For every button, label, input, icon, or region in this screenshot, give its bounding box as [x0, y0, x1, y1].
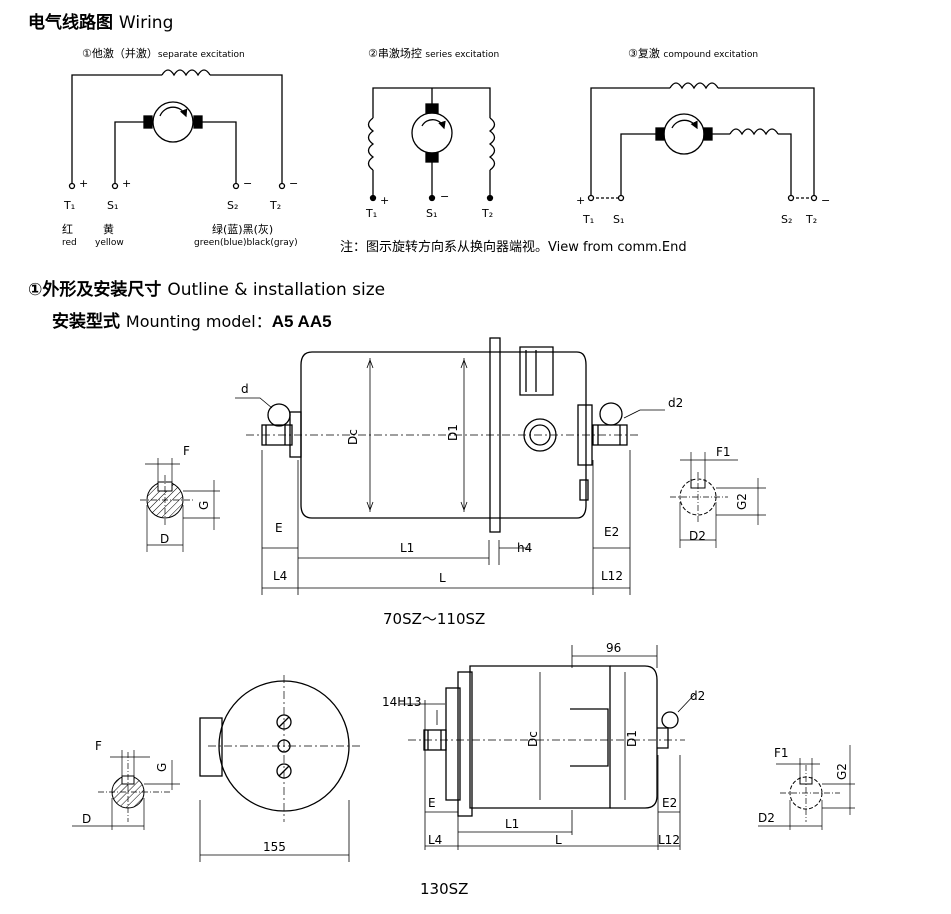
dim-d2: d2 [668, 396, 683, 410]
dim-G-bottom: G [155, 763, 169, 772]
dim-Dc: Dc [346, 429, 360, 445]
dim-F: F [183, 444, 190, 458]
w3-S2: S₂ [781, 213, 792, 226]
dim-L1-bottom: L1 [505, 817, 519, 831]
w3-minus: − [821, 194, 830, 207]
rotation-note: 注：图示旋转方向系从换向器端视。View from comm.End [340, 240, 687, 255]
caption-top: 70SZ～110SZ [383, 610, 486, 628]
dim-D: D [160, 532, 169, 546]
color-gb-cn: 绿(蓝)黑(灰) [212, 223, 274, 236]
color-gb-en: green(blue)black(gray) [194, 238, 298, 248]
dim-155: 155 [263, 840, 286, 854]
w1-T2: T₂ [269, 199, 281, 212]
color-yellow-cn: 黄 [103, 223, 114, 236]
dim-F1: F1 [716, 445, 731, 459]
motor-bottom-end-view [199, 675, 360, 862]
shaft-section-bottom-left [72, 750, 180, 830]
w1-S2: S₂ [227, 199, 238, 212]
dim-D2-bottom: D2 [758, 811, 775, 825]
dim-L4: L4 [273, 569, 287, 583]
dim-96: 96 [606, 641, 621, 655]
w2-minus: − [440, 190, 449, 203]
w1-T1: T₁ [63, 199, 75, 212]
dim-L1: L1 [400, 541, 414, 555]
w1-S1: S₁ [107, 199, 118, 212]
w3-T1: T₁ [582, 213, 594, 226]
color-red-cn: 红 [62, 223, 73, 236]
dim-E2-bottom: E2 [662, 796, 677, 810]
dim-F-bottom: F [95, 739, 102, 753]
wiring-title: 电气线路图 Wiring [28, 13, 174, 33]
outline-title: ①外形及安装尺寸 Outline & installation size [28, 280, 386, 300]
dim-d2-bottom: d2 [690, 689, 705, 703]
w2-plus: + [380, 194, 389, 207]
dim-D2: D2 [689, 529, 706, 543]
color-yellow-en: yellow [95, 238, 124, 248]
w2-T2: T₂ [481, 207, 493, 220]
wiring-series-diagram [367, 87, 496, 202]
shaft-section-right [670, 452, 766, 548]
shaft-section-left [140, 458, 220, 552]
dim-Dc-bottom: Dc [526, 731, 540, 747]
dim-14H13: 14H13 [382, 695, 422, 709]
dim-E2: E2 [604, 525, 619, 539]
w1-plus-2: + [122, 177, 131, 190]
w3-S1: S₁ [613, 213, 624, 226]
dim-G2-bottom: G2 [835, 763, 849, 780]
motor-bottom-side-view [400, 645, 696, 850]
dim-F1-bottom: F1 [774, 746, 789, 760]
wiring-compound-diagram [587, 82, 818, 202]
dim-D-bottom: D [82, 812, 91, 826]
dim-E-bottom: E [428, 796, 436, 810]
color-red-en: red [62, 238, 77, 248]
compound-excitation-label: ③复激 compound excitation [628, 47, 759, 60]
w1-minus-2: − [289, 177, 298, 190]
w1-minus-1: − [243, 177, 252, 190]
dim-G2: G2 [735, 493, 749, 510]
dim-L-bottom: L [555, 833, 562, 847]
dim-E: E [275, 521, 283, 535]
wiring-separate-diagram [68, 69, 286, 190]
w1-plus-1: + [79, 177, 88, 190]
sep-excitation-label: ①他激（并激）separate excitation [82, 47, 245, 60]
dim-L4-bottom: L4 [428, 833, 442, 847]
dim-L: L [439, 571, 446, 585]
dim-D1: D1 [446, 424, 460, 441]
caption-bottom: 130SZ [420, 880, 469, 898]
dim-L12: L12 [601, 569, 623, 583]
w3-plus: + [576, 194, 585, 207]
dim-h4: h4 [517, 541, 532, 555]
dim-D1-bottom: D1 [625, 730, 639, 747]
w2-S1: S₁ [426, 207, 437, 220]
mounting-model: 安装型式 Mounting model：A5 AA5 [52, 312, 332, 332]
series-excitation-label: ②串激场控 series excitation [368, 47, 500, 60]
shaft-section-bottom-right [758, 745, 855, 830]
w2-T1: T₁ [365, 207, 377, 220]
w3-T2: T₂ [805, 213, 817, 226]
dim-L12-bottom: L12 [658, 833, 680, 847]
dim-d: d [241, 382, 249, 396]
dim-G: G [197, 501, 211, 510]
motor-top-side-view [235, 337, 665, 595]
